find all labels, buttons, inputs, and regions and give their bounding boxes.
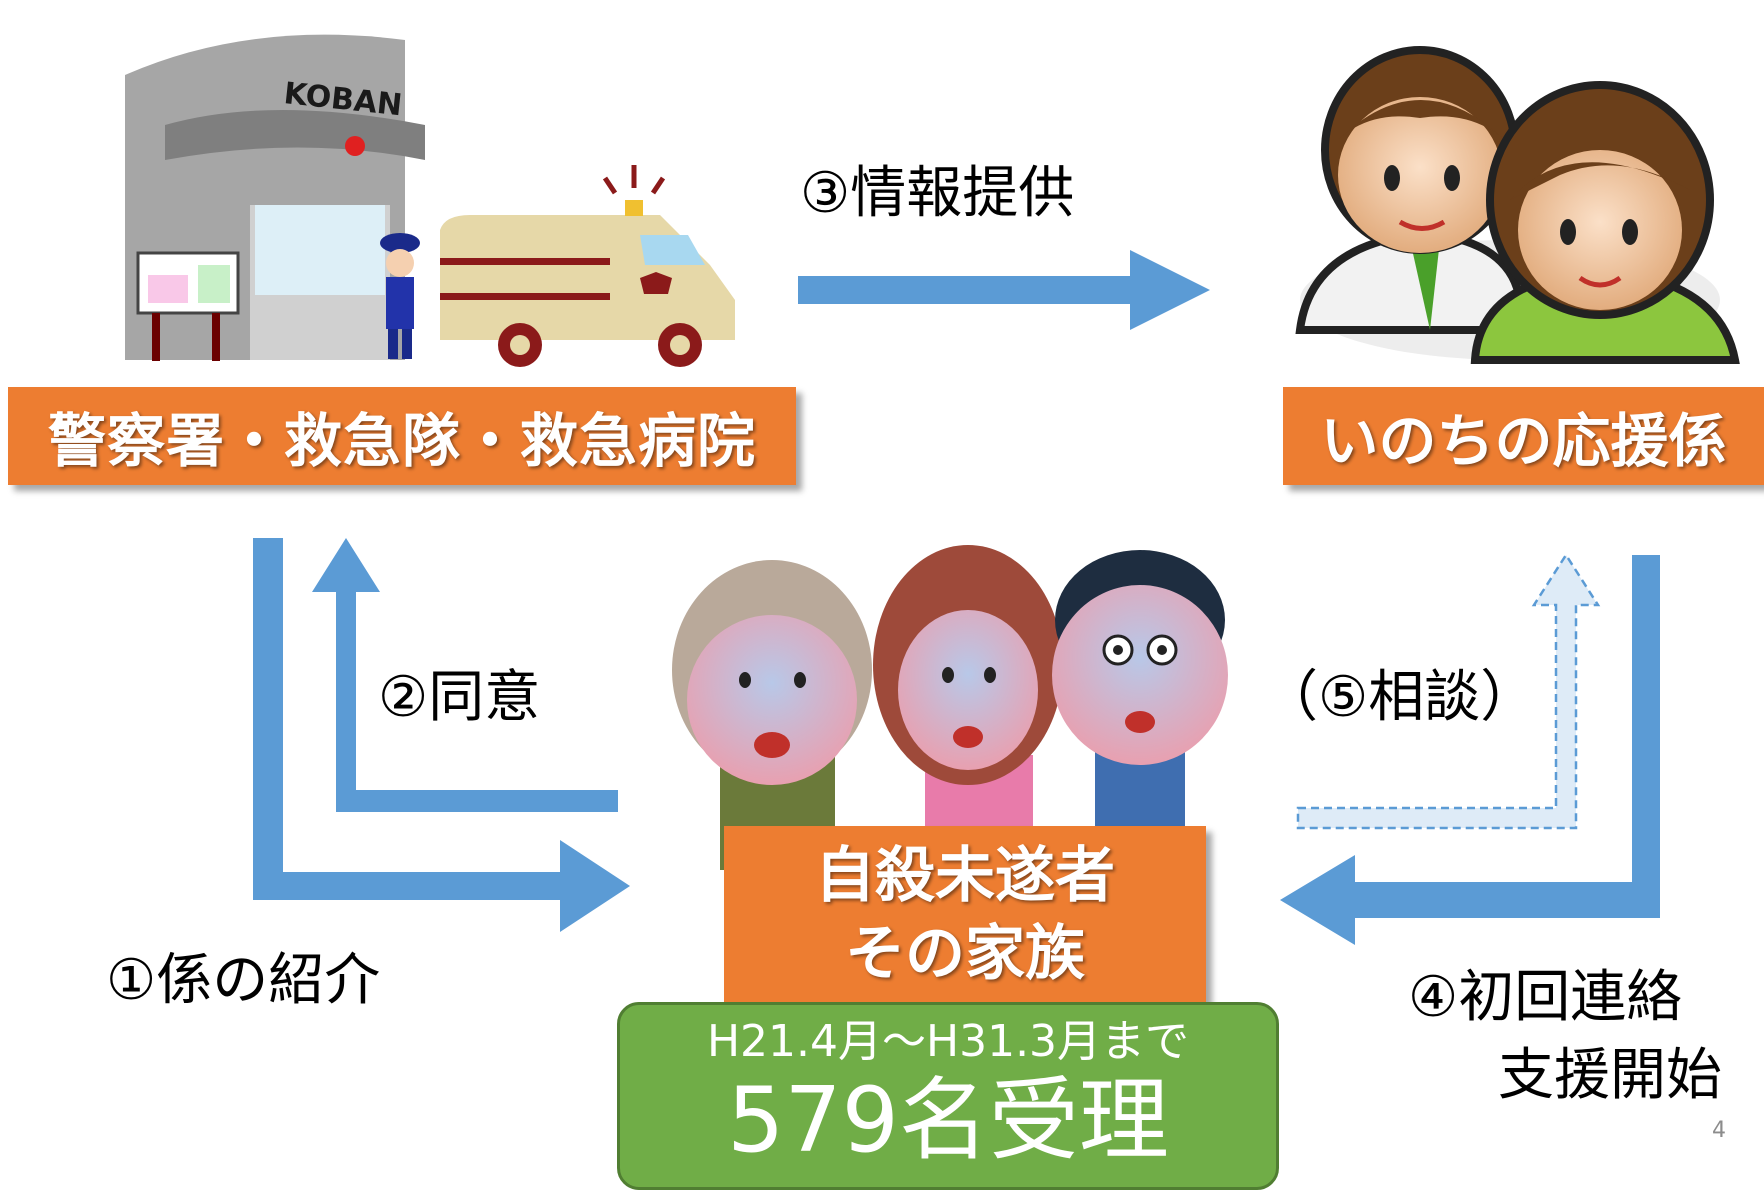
police-station-illustration: KOBAN [125, 34, 735, 367]
step5-label: （⑤相談） [1262, 665, 1537, 730]
arrow-consent [312, 538, 618, 812]
arrow-first-contact [1280, 555, 1660, 945]
node-support-team: いのちの応援係 [1283, 387, 1764, 485]
node-police-label: 警察署・救急隊・救急病院 [47, 407, 756, 475]
arrow-info-provision [798, 250, 1210, 330]
page-number: 4 [1712, 1118, 1726, 1143]
node-family-line2: その家族 [845, 919, 1085, 989]
node-family-line1: 自殺未遂者 [815, 841, 1115, 911]
result-count: 579名受理 [727, 1068, 1169, 1173]
result-box: H21.4月～H31.3月まで 579名受理 [617, 1002, 1279, 1190]
step2-label: ②同意 [378, 665, 541, 730]
step4-label-line1: ④初回連絡 [1408, 965, 1683, 1030]
node-suicide-attempt-family: 自殺未遂者 その家族 [724, 826, 1206, 1004]
family-illustration [672, 545, 1228, 870]
step4-label-line2: 支援開始 [1498, 1043, 1722, 1108]
node-police-fire-hospital: 警察署・救急隊・救急病院 [8, 387, 796, 485]
node-support-label: いのちの応援係 [1320, 407, 1727, 475]
arrow-consultation [1296, 552, 1601, 830]
step1-label: ①係の紹介 [106, 948, 381, 1013]
support-staff-illustration [1295, 46, 1740, 364]
result-period: H21.4月～H31.3月まで [706, 1016, 1190, 1067]
arrow-introduction [253, 538, 630, 932]
step3-label: ③情報提供 [800, 161, 1075, 226]
